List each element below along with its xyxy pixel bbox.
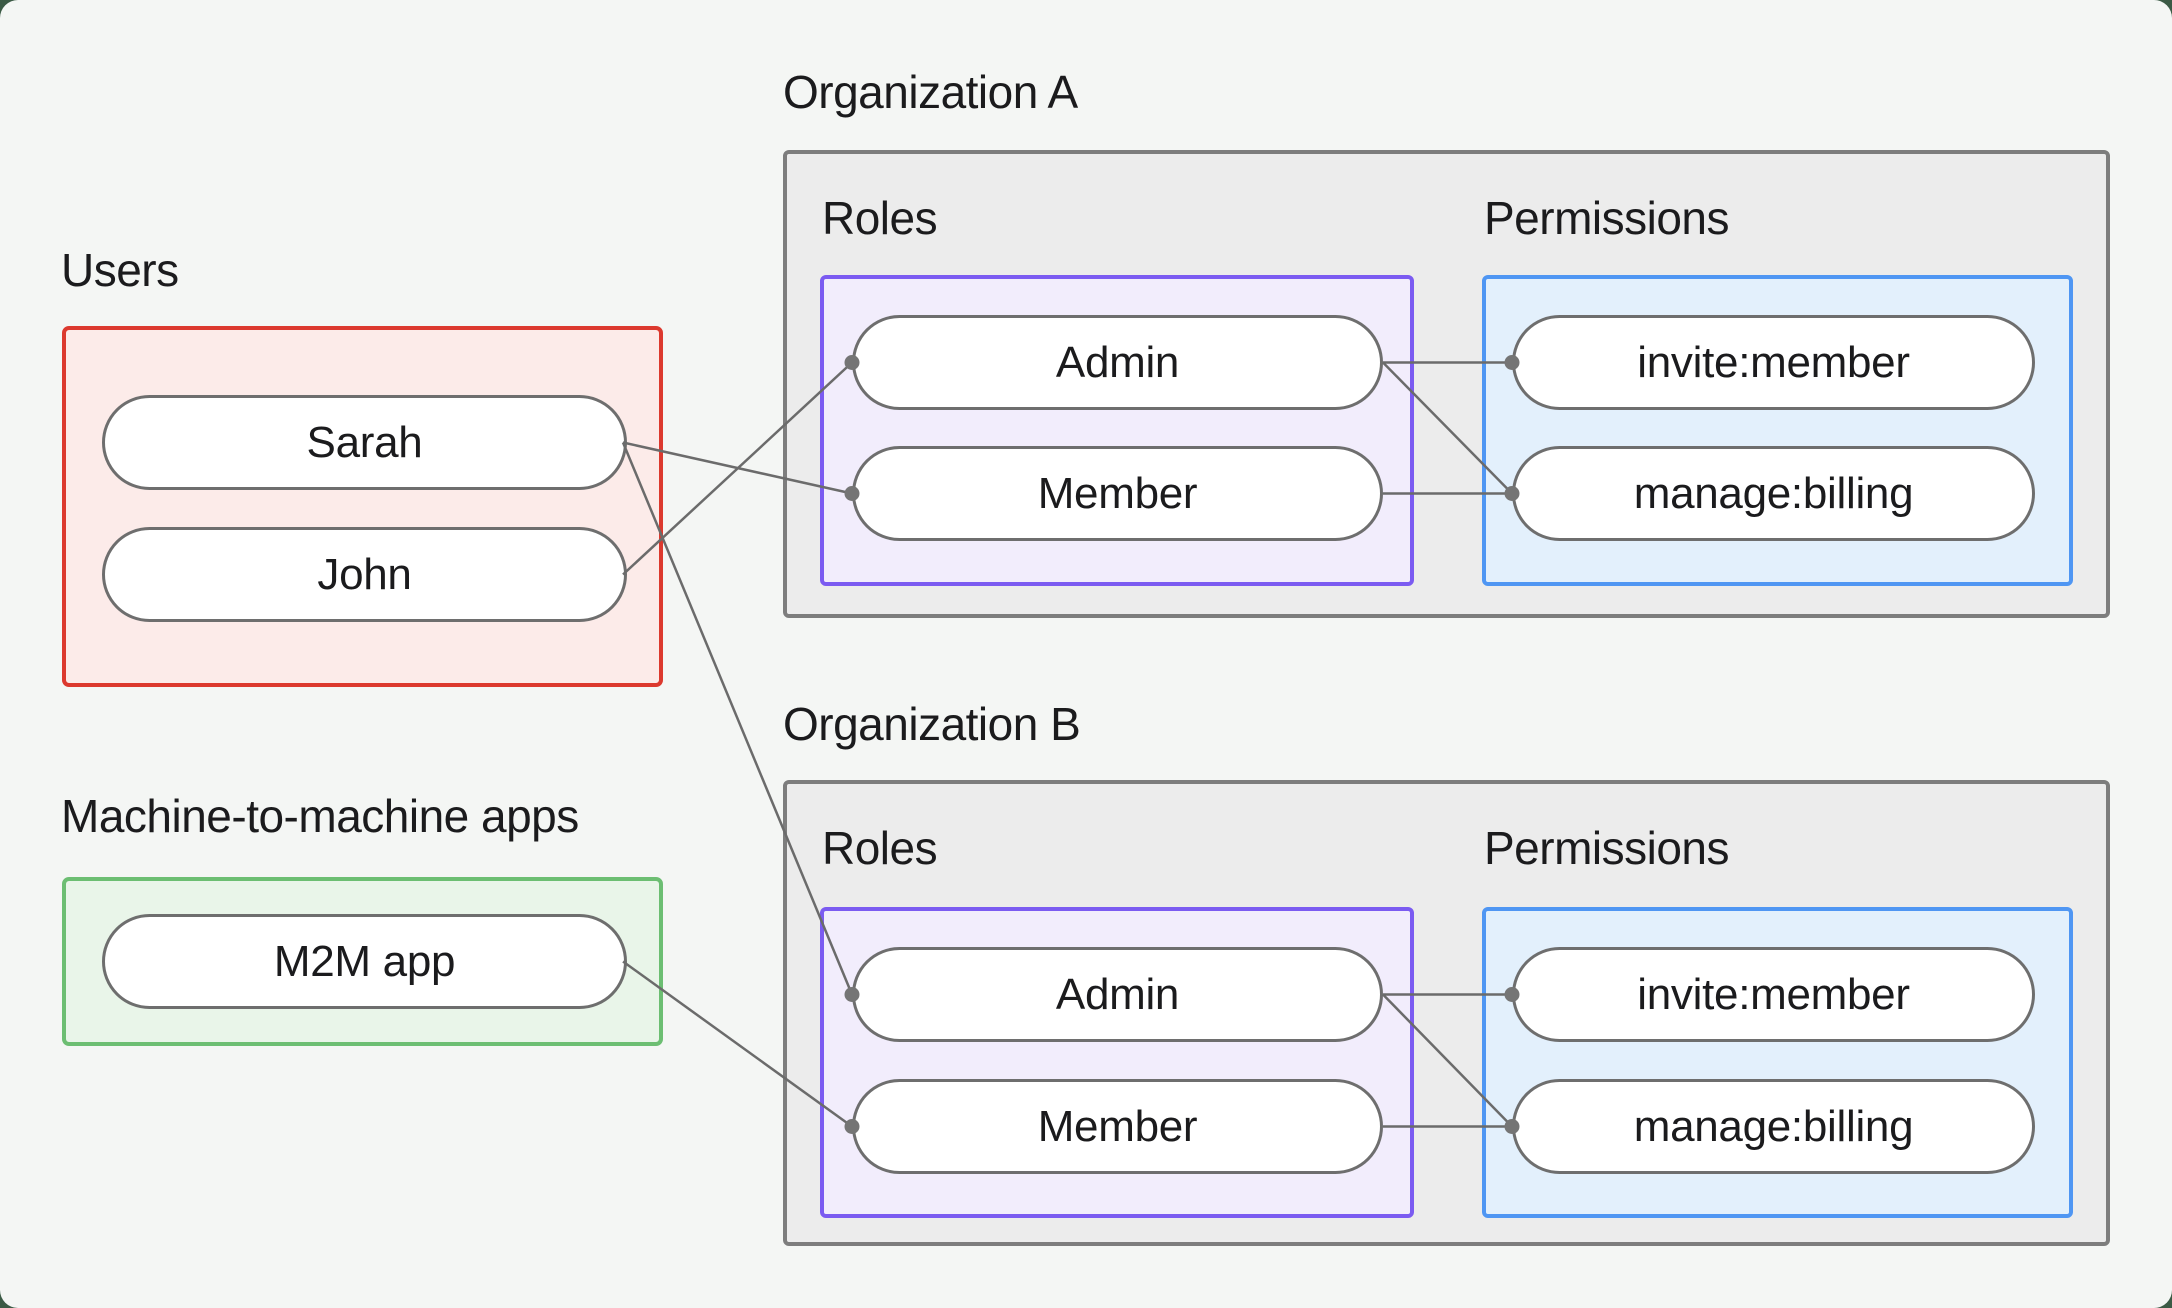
m2m-group-box: M2M app (62, 877, 663, 1046)
org-b-permissions-label: Permissions (1484, 822, 1730, 874)
org-a-role-admin: Admin (852, 315, 1383, 410)
users-section-label: Users (61, 244, 179, 296)
m2m-section-label: Machine-to-machine apps (61, 790, 579, 842)
org-b-role-member: Member (852, 1079, 1383, 1174)
org-b-role-admin: Admin (852, 947, 1383, 1042)
org-b-label: Organization B (783, 698, 1081, 750)
org-b-permissions-box: invite:member manage:billing (1482, 907, 2073, 1218)
users-group-box: Sarah John (62, 326, 663, 687)
org-a-roles-box: Admin Member (820, 275, 1414, 586)
org-a-permissions-box: invite:member manage:billing (1482, 275, 2073, 586)
org-b-roles-box: Admin Member (820, 907, 1414, 1218)
org-a-roles-label: Roles (822, 192, 938, 244)
m2m-node-app: M2M app (102, 914, 627, 1009)
user-node-john: John (102, 527, 627, 622)
org-a-permission-manage-billing: manage:billing (1512, 446, 2035, 541)
org-b-permission-manage-billing: manage:billing (1512, 1079, 2035, 1174)
org-a-label: Organization A (783, 66, 1078, 118)
org-a-permission-invite-member: invite:member (1512, 315, 2035, 410)
org-b-roles-label: Roles (822, 822, 938, 874)
org-a-role-member: Member (852, 446, 1383, 541)
org-b-permission-invite-member: invite:member (1512, 947, 2035, 1042)
user-node-sarah: Sarah (102, 395, 627, 490)
org-a-permissions-label: Permissions (1484, 192, 1730, 244)
